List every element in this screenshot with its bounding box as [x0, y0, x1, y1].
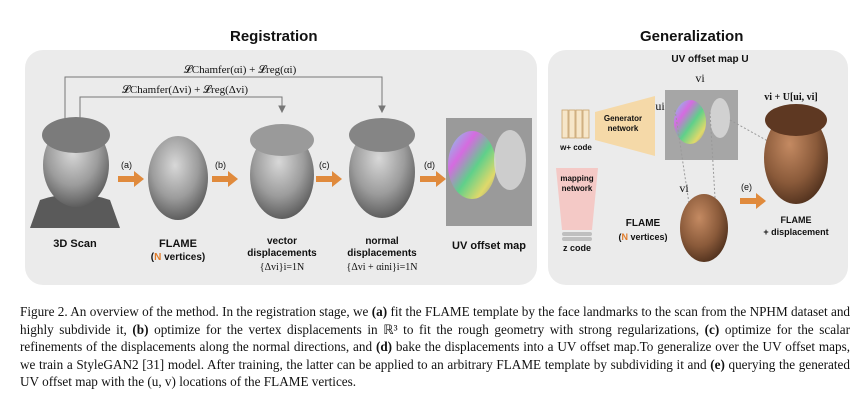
- mapping-shape: [556, 168, 598, 230]
- gen-flame-vertices-text: vertices): [627, 232, 668, 242]
- gen-vi-mid: vi: [679, 181, 689, 195]
- gen-zcode: z code: [562, 243, 591, 253]
- gen-wplus: w+ code: [560, 143, 592, 152]
- flame-vertices-text: vertices): [161, 252, 206, 263]
- result-head: [764, 112, 828, 204]
- normal-displacement-head: [349, 118, 415, 218]
- gen-ui: ui: [655, 99, 665, 113]
- label-flame-vertices: (N vertices): [150, 252, 206, 263]
- gen-generator: Generator network: [603, 114, 643, 133]
- label-vector-formula: {Δvi}i=1N: [259, 262, 305, 273]
- gen-step-e: (e): [741, 182, 752, 192]
- label-flame: FLAME: [159, 238, 197, 250]
- label-scan: 3D Scan: [53, 238, 97, 250]
- figure-caption: Figure 2. An overview of the method. In …: [20, 304, 851, 390]
- gen-vi-top: vi: [695, 71, 705, 85]
- registration-title: Registration: [230, 28, 318, 45]
- zcode-stack: [562, 232, 592, 241]
- scan-bust: [30, 117, 120, 228]
- label-normal-formula: {Δvi + αini}i=1N: [346, 262, 418, 273]
- flame-n: N: [154, 252, 162, 263]
- loss-top: 𝓛Chamfer(αi) + 𝓛reg(αi): [183, 64, 297, 76]
- gen-flame-head: [680, 194, 728, 262]
- gen-flame: FLAME: [625, 218, 661, 229]
- gen-uv-map-label: UV offset map U: [671, 54, 749, 65]
- step-arrows: [118, 171, 766, 209]
- step-d: (d): [424, 160, 435, 170]
- gen-mapping: mapping network: [560, 174, 594, 193]
- step-a: (a): [121, 160, 132, 170]
- label-vector-2: displacements: [247, 248, 317, 259]
- gen-uv-map: [665, 90, 738, 160]
- gen-flame-vertices: (N vertices): [618, 232, 668, 242]
- label-vector: vector: [266, 236, 297, 247]
- step-c: (c): [319, 160, 330, 170]
- generator-shape: [595, 96, 655, 156]
- flame-head: [148, 136, 208, 220]
- gen-formula: vi + U[ui, vi]: [764, 92, 818, 103]
- gen-flame-n: N: [621, 232, 628, 242]
- gen-result-2: + displacement: [763, 227, 829, 237]
- gen-result-1: FLAME: [780, 215, 812, 225]
- wplus-code-stack: [561, 109, 590, 139]
- uv-offset-map-image: [446, 118, 532, 226]
- step-b: (b): [215, 160, 226, 170]
- label-normal: normal: [365, 236, 399, 247]
- vector-displacement-head: [250, 124, 314, 219]
- loss-connectors: [64, 76, 386, 120]
- label-normal-2: displacements: [347, 248, 417, 259]
- generalization-title: Generalization: [640, 28, 744, 45]
- loss-mid: 𝓛Chamfer(Δvi) + 𝓛reg(Δvi): [100, 84, 270, 96]
- label-uv-map: UV offset map: [452, 240, 526, 252]
